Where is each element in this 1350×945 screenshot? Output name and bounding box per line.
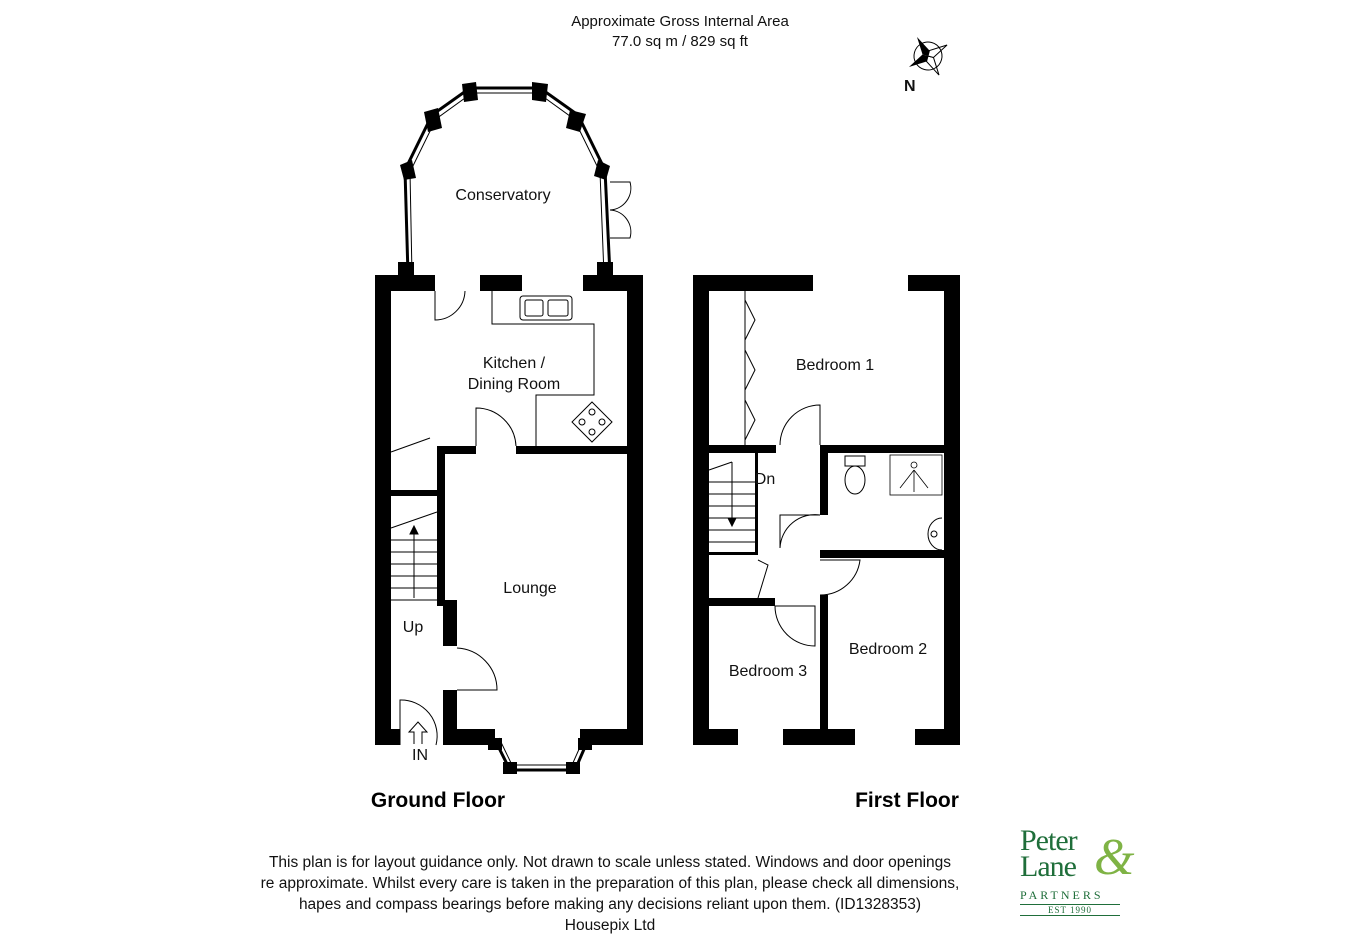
lounge-bay-window (488, 737, 592, 774)
disclaimer-line3: hapes and compass bearings before making… (298, 896, 922, 913)
logo-name-line1: Peter (1020, 824, 1078, 857)
stairs-label-dn: Dn (755, 471, 775, 488)
agency-logo: Peter Lane & PARTNERS EST 1990 (1020, 824, 1140, 918)
area-title: Approximate Gross Internal Area (571, 13, 789, 30)
area-header: Approximate Gross Internal Area 77.0 sq … (480, 12, 880, 52)
ground-floor-walls (375, 275, 643, 745)
logo-partners: PARTNERS (1020, 888, 1104, 902)
room-label-kitchen-line2: Dining Room (468, 376, 560, 393)
room-label-kitchen-line1: Kitchen / (483, 355, 546, 372)
ground-floor-stairs (390, 511, 438, 601)
first-floor-walls (693, 275, 960, 745)
room-label-lounge: Lounge (503, 580, 556, 597)
wardrobe (744, 291, 756, 445)
first-floor-doors (757, 404, 861, 647)
ground-floor-doors (390, 290, 517, 746)
toilet-icon (844, 455, 866, 495)
first-floor-title: First Floor (855, 789, 959, 812)
logo-name-line2: Lane (1020, 850, 1077, 883)
kitchen-worktop (491, 291, 595, 446)
conservatory-walls (398, 82, 632, 276)
entrance-label: IN (412, 747, 428, 764)
logo-ampersand: & (1094, 829, 1135, 886)
logo-est: EST 1990 (1020, 904, 1120, 916)
room-label-bedroom3: Bedroom 3 (729, 663, 807, 680)
compass-label: N (904, 78, 916, 95)
room-label-conservatory: Conservatory (455, 187, 550, 204)
disclaimer-line4: Housepix Ltd (564, 917, 656, 934)
room-label-bedroom2: Bedroom 2 (849, 641, 927, 658)
hob-icon (571, 401, 613, 443)
disclaimer-line2: re approximate. Whilst every care is tak… (260, 875, 960, 892)
ground-floor-title: Ground Floor (371, 789, 505, 812)
room-label-bedroom1: Bedroom 1 (796, 357, 874, 374)
basin-icon (927, 517, 943, 551)
disclaimer-line1: This plan is for layout guidance only. N… (268, 854, 952, 871)
shower-icon (889, 454, 943, 496)
compass-icon (908, 36, 948, 76)
disclaimer: This plan is for layout guidance only. N… (230, 852, 990, 936)
area-value: 77.0 sq m / 829 sq ft (612, 33, 748, 50)
entrance-arrow-icon (407, 721, 429, 744)
first-floor-stairs (708, 461, 755, 543)
stairs-label-up: Up (403, 619, 424, 636)
